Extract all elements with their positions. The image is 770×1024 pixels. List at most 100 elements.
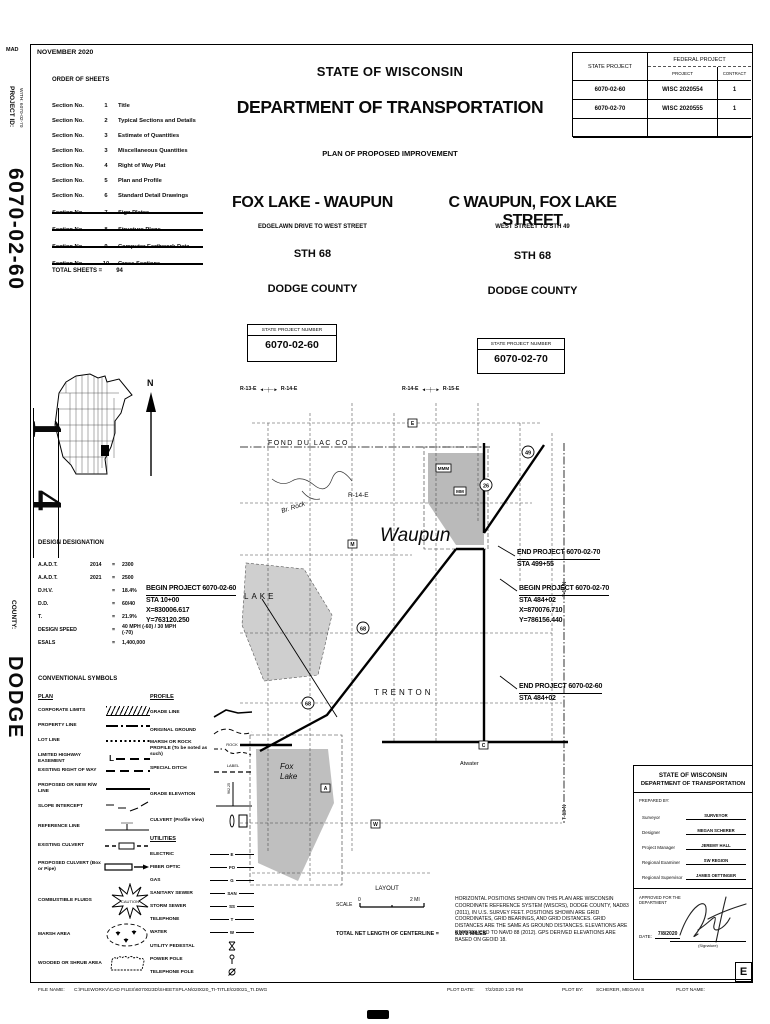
county-highway-markers: E MMM MM M W A C — [320, 418, 489, 829]
county-line-label: FOND DU LAC CO — [268, 440, 349, 447]
symbol-existing-culvert: EXISTING CULVERT — [38, 840, 150, 852]
signature-caption: (Signature) — [698, 943, 718, 948]
centerline-length-value: 9.272 MILES — [454, 931, 487, 937]
river-label: Br. Rock — [280, 500, 306, 515]
total-sheets-value: 94 — [116, 268, 123, 274]
marker-MM: MM — [456, 489, 464, 494]
title-block-agency1: STATE OF WISCONSIN — [658, 772, 728, 779]
ditch-word: LABEL — [227, 763, 240, 768]
sheet-letter-box: E — [735, 962, 752, 982]
approved-label: APPROVED FOR THE DEPARTMENT — [639, 895, 681, 905]
margin-county: DODGE — [4, 656, 26, 740]
begin60-title: BEGIN PROJECT 6070-02-60 — [146, 584, 236, 597]
utility-line-symbol-icon: SAN — [210, 891, 254, 896]
project1-limits: EDGELAWN DRIVE TO WEST STREET — [258, 224, 367, 230]
utility-line-row: TELEPHONE T — [150, 913, 254, 926]
marker-E: E — [411, 421, 415, 427]
symbol-reference-line: REFERENCE LINE — [38, 820, 150, 834]
order-of-sheets-struck-list: Section No. 7 Sign Plates Section No. 8 … — [52, 204, 217, 272]
datum-notes: HORIZONTAL POSITIONS SHOWN ON THIS PLAN … — [455, 896, 629, 943]
utility-lines-list: ELECTRIC E FIBER OPTIC FO GAS G SAN — [150, 848, 255, 939]
project2-spn-label: STATE PROJECT NUMBER — [478, 339, 564, 350]
symbol-marsh-rock-profile: MARSH OR ROCK PROFILE (To be noted as su… — [150, 740, 254, 758]
combustible-fluids-symbol-icon: CAUTION — [110, 883, 150, 919]
symbol-power-pole: POWER POLE — [150, 953, 254, 965]
plan-of-improvement: PLAN OF PROPOSED IMPROVEMENT — [322, 149, 458, 158]
order-sheet-row-struck: Section No. 7 Sign Plates — [52, 204, 217, 221]
design-designation-row: DESIGN SPEED = 40 MPH (-60) / 30 MPH (-7… — [38, 623, 177, 636]
plot-name-label: PLOT NAME: — [676, 988, 705, 993]
federal-table-row: 6070-02-70 WISC 2020555 1 — [573, 100, 751, 119]
sheet-fraction-numerator: 1 — [23, 418, 69, 439]
order-sheet-row-struck: Section No. 9 Computer Earthwork Data — [52, 238, 217, 255]
federal-table-row: 6070-02-60 WISC 2020554 1 — [573, 81, 751, 100]
sheet-border — [30, 44, 753, 983]
lot-line-symbol-icon — [106, 740, 150, 742]
begin-project-70-annotation: BEGIN PROJECT 6070-02-70 STA 484+02 X=87… — [519, 585, 610, 625]
symbol-existing-row: EXISTING RIGHT OF WAY — [38, 768, 150, 774]
symbol-telephone-pole: TELEPHONE POLE — [150, 966, 254, 978]
project1-spn-box: STATE PROJECT NUMBER 6070-02-60 — [247, 324, 337, 362]
existing-row-symbol-icon — [106, 769, 150, 772]
end-project-60-annotation: END PROJECT 6070-02-60 STA 484+02 — [519, 682, 603, 703]
file-name-value: C:\FILEWORKV\CAD FILES\6070023D\SHEETSPL… — [74, 988, 268, 993]
project1-route: STH 68 — [293, 248, 332, 260]
end-project-70-annotation: END PROJECT 6070-02-70 STA 499+55 — [517, 549, 601, 569]
township-t13n-label: T-13-N — [562, 804, 568, 820]
town-lake-label: LAKE — [244, 592, 276, 601]
township-t14n-label: T-14-N — [562, 581, 568, 597]
reference-line-symbol-icon — [104, 820, 150, 834]
range-right-b: R-15-E — [442, 386, 460, 392]
order-sheet-row: Section No. 2 Typical Sections and Detai… — [52, 117, 196, 124]
project1-spn-label: STATE PROJECT NUMBER — [248, 325, 336, 336]
symbol-grade-elevation: GRADE ELEVATION 962.25 — [150, 780, 254, 810]
state-outline — [54, 373, 133, 475]
culvert-profile-symbol-icon — [212, 813, 254, 829]
prepared-by-label: PREPARED BY: — [639, 798, 670, 803]
location-map: FOND DU LAC CO R-14-E Br. Rock Waupun LA… — [240, 403, 568, 886]
profile-symbols-header: PROFILE — [150, 694, 174, 700]
symbol-slope-intercept: SLOPE INTERCEPT — [38, 800, 150, 814]
caution-word: CAUTION — [121, 899, 139, 904]
symbol-marsh-area: MARSH AREA — [38, 920, 150, 950]
symbol-property-line: PROPERTY LINE — [38, 723, 150, 729]
order-sheet-row: Section No. 3 Miscellaneous Quantities — [52, 147, 188, 154]
utilities-header: UTILITIES — [150, 836, 176, 842]
telephone-pole-icon — [210, 967, 254, 977]
total-sheets: TOTAL SHEETS = 94 — [52, 268, 123, 274]
department-title: DEPARTMENT OF TRANSPORTATION — [236, 97, 544, 117]
order-of-sheets-list: Section No. 1 Title Section No. 2 Typica… — [52, 98, 217, 203]
limited-highway-easement-symbol-icon: L — [109, 754, 150, 763]
order-sheet-row: Section No. 3 Estimate of Quantities — [52, 132, 180, 139]
order-sheet-row: Section No. 6 Standard Detail Drawings — [52, 192, 189, 199]
proposed-rw-symbol-icon — [106, 787, 150, 790]
utility-pedestal-icon — [210, 941, 254, 951]
symbol-combustible-fluids: COMBUSTIBLE FLUIDS CAUTION — [38, 883, 150, 919]
range-arrows-icon: ◄─┼─► — [259, 386, 278, 392]
scale-label: SCALE — [336, 902, 353, 908]
state-title: STATE OF WISCONSIN — [316, 64, 464, 79]
centerline-length: TOTAL NET LENGTH OF CENTERLINE = 9.272 M… — [336, 931, 486, 937]
utility-line-row: SANITARY SEWER SAN — [150, 887, 254, 900]
utility-line-symbol-icon: SS — [210, 904, 255, 909]
marker-W: W — [373, 822, 378, 828]
date-label: DATE: — [639, 934, 652, 939]
scan-artifact — [367, 1010, 389, 1019]
marsh-area-symbol-icon — [104, 921, 150, 949]
village-lake-label: Lake — [280, 772, 298, 781]
margin-plat-code: MAD — [6, 47, 19, 53]
project2-spn-box: STATE PROJECT NUMBER 6070-02-70 — [477, 338, 565, 374]
grade-elev-value: 962.25 — [227, 783, 231, 794]
atwater-label: Atwater — [460, 761, 479, 767]
symbol-proposed-culvert: PROPOSED CULVERT (Box or Pipe) — [38, 858, 150, 876]
utility-line-row: WATER W — [150, 926, 254, 939]
end60-title: END PROJECT 6070-02-60 — [519, 682, 602, 695]
project1-spn: 6070-02-60 — [265, 339, 319, 351]
approval-area: APPROVED FOR THE DEPARTMENT DATE: 7/8/20… — [634, 888, 752, 984]
utility-line-symbol-icon: W — [210, 930, 254, 935]
order-sheet-row: Section No. 5 Plan and Profile — [52, 177, 162, 184]
wooded-area-symbol-icon — [104, 954, 150, 974]
wisconsin-locator-map — [54, 373, 133, 475]
order-sheet-row-struck: Section No. 10 Cross Sections — [52, 255, 217, 272]
utility-line-symbol-icon: T — [210, 917, 254, 922]
